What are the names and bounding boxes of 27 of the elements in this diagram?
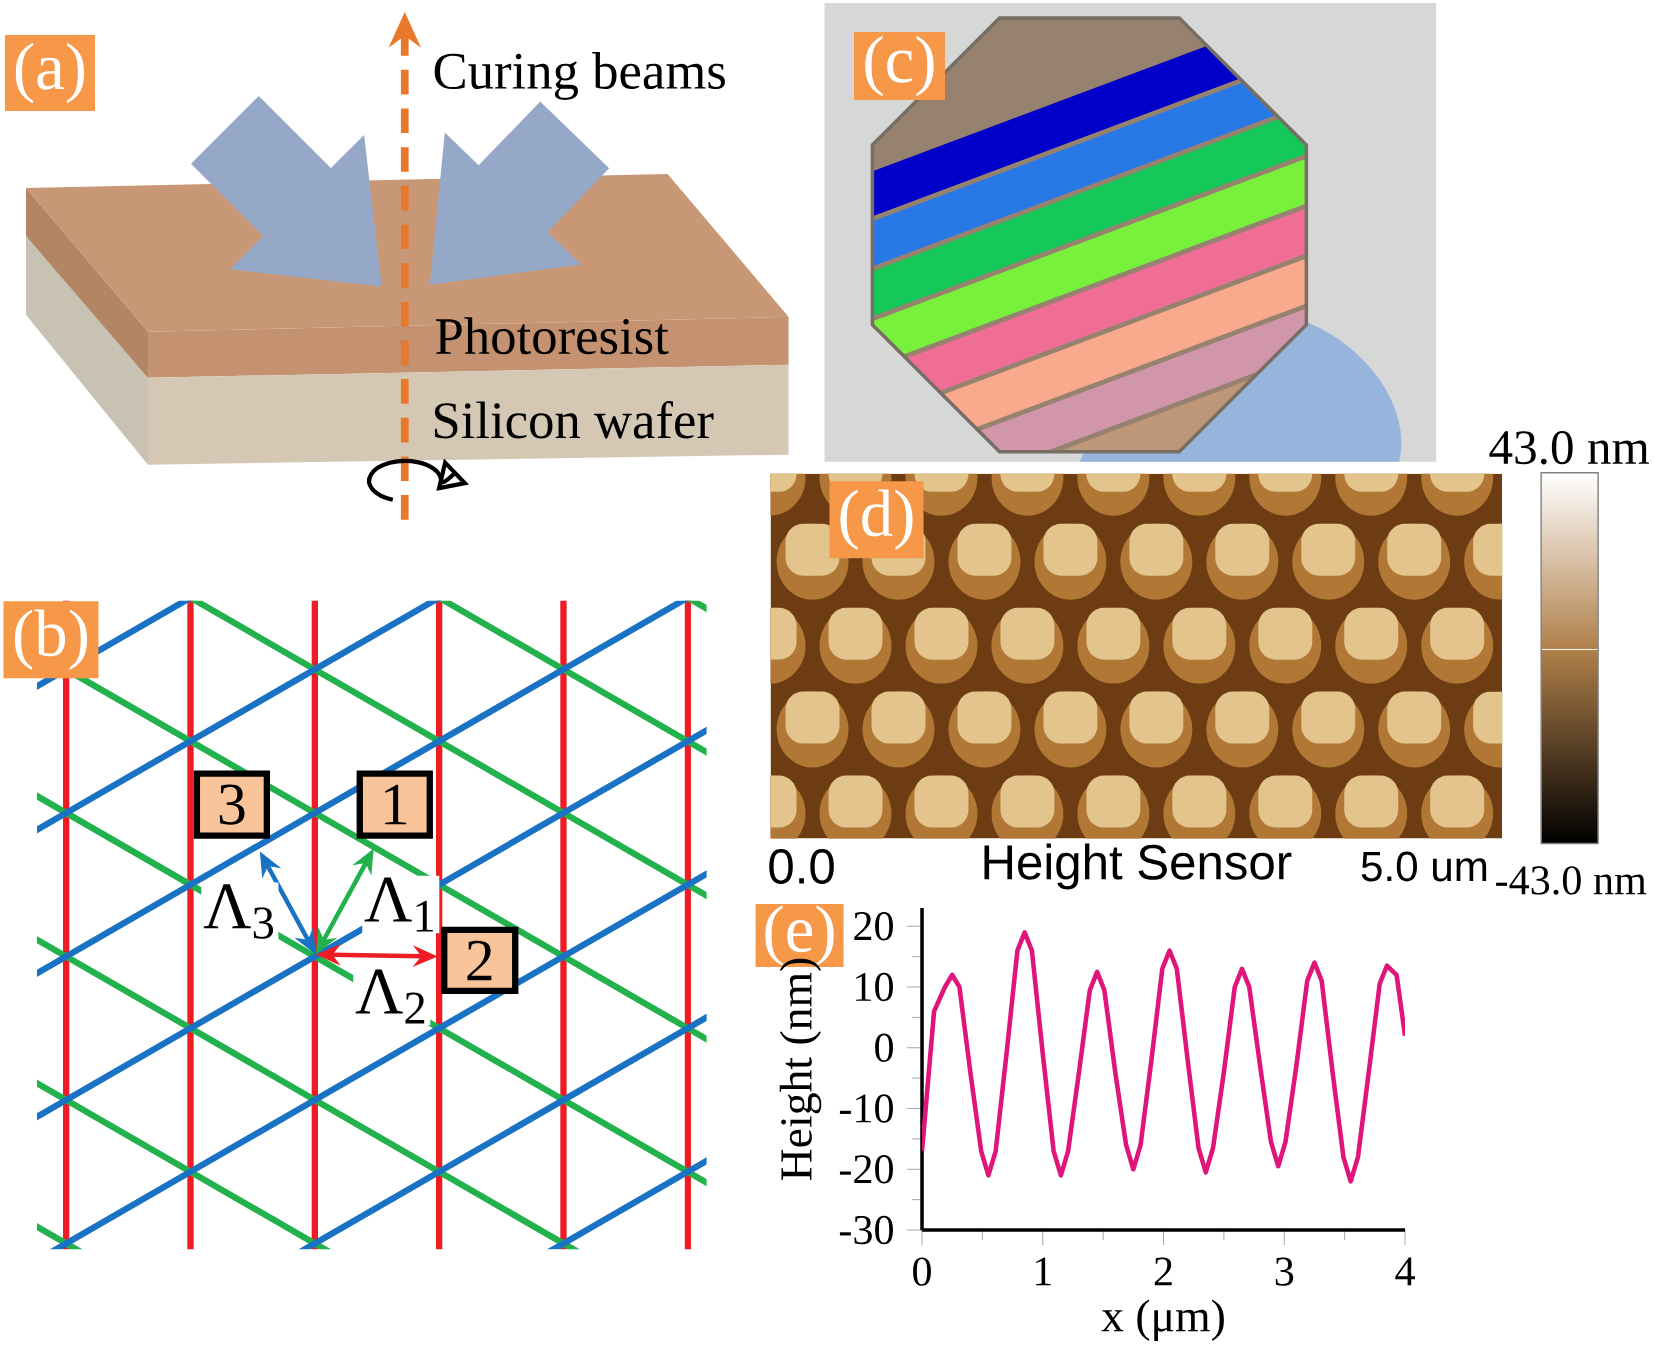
y-tick-label: 20 — [854, 912, 893, 941]
number-box: 3 — [193, 770, 271, 839]
panel-label: (c) — [854, 31, 945, 100]
x-axis-title: x (μm) — [1101, 1299, 1224, 1341]
panel-label: (a) — [5, 34, 95, 111]
y-tick-label: -20 — [839, 1155, 893, 1184]
y-tick-label: -30 — [839, 1215, 893, 1245]
x-tick-label: 3 — [1275, 1257, 1294, 1286]
x-tick-label: 0 — [913, 1257, 931, 1286]
x-tick-label: 2 — [1154, 1257, 1172, 1286]
x-tick-label: 1 — [1035, 1257, 1051, 1286]
vector-label: Λ$_{2}$ — [353, 967, 431, 1026]
scale-label: -43.0 nm — [1496, 866, 1647, 895]
y-tick-label: 0 — [875, 1033, 893, 1062]
number-box: 2 — [441, 926, 519, 995]
vector-label: Λ$_{1}$ — [362, 875, 440, 934]
line-series — [922, 930, 1406, 1184]
axis-label: 5.0 um — [1361, 851, 1487, 882]
y-tick-label: 10 — [856, 972, 893, 1002]
y-tick-label: -10 — [839, 1094, 893, 1123]
scale-label: 43.0 nm — [1489, 431, 1649, 465]
panel-label: (d) — [829, 481, 924, 559]
panel-label: (b) — [3, 601, 99, 679]
vector-label: Λ$_{3}$ — [201, 882, 279, 941]
layer-label: Photoresist — [436, 317, 669, 355]
x-tick-label: 4 — [1395, 1257, 1415, 1286]
number-box: 1 — [356, 770, 433, 839]
